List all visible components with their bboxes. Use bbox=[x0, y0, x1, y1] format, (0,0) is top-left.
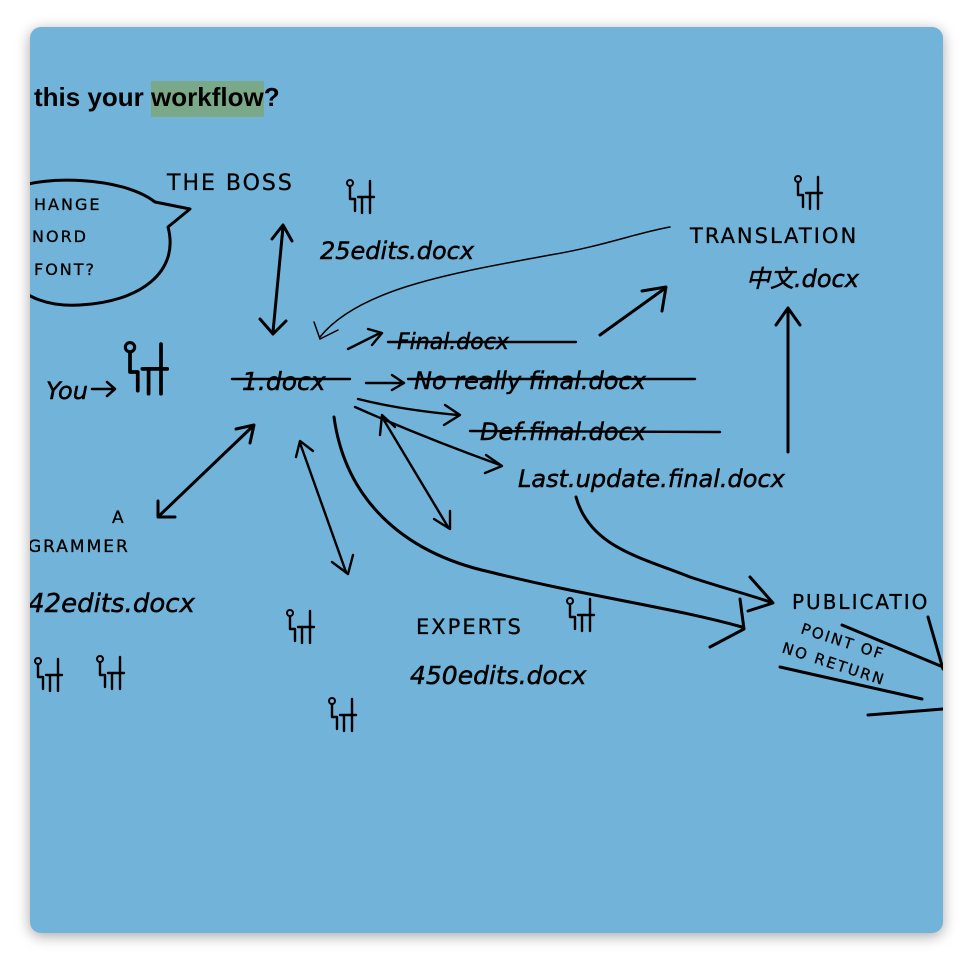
you-label: You bbox=[46, 377, 88, 405]
translation-group: TRANSLATION 中文.docx bbox=[313, 174, 860, 454]
you-group: You bbox=[46, 340, 170, 405]
title-highlight: workflow bbox=[151, 81, 264, 117]
file-1-group: 1.docx bbox=[230, 367, 406, 396]
bubble-line-2: NORD bbox=[32, 227, 88, 246]
grammar-person-icon-2 bbox=[95, 654, 126, 691]
boss-you-arrow bbox=[258, 223, 294, 336]
you-person-icon bbox=[123, 340, 170, 396]
translation-file: 中文.docx bbox=[746, 265, 860, 293]
bubble-line-1: HANGE bbox=[34, 195, 101, 214]
file-no-really-group: No really final.docx bbox=[406, 367, 697, 395]
grammar-label: GRAMMER bbox=[30, 537, 130, 557]
bubble-line-3: FONT? bbox=[34, 260, 96, 279]
title-suffix: ? bbox=[263, 82, 280, 112]
file-last-group: Last.update.final.docx bbox=[353, 405, 786, 493]
experts-label: EXPERTS bbox=[416, 615, 523, 639]
file-1: 1.docx bbox=[242, 367, 326, 396]
point-of-no-return: POINT OF NO RETURN bbox=[780, 620, 888, 690]
expert-person-icon-1 bbox=[285, 608, 316, 645]
grammar-file: 42edits.docx bbox=[30, 589, 196, 619]
boss-group: THE BOSS 25edits.docx bbox=[166, 171, 475, 265]
workflow-sketch: HANGE NORD FONT? THE BOSS 25edits.docx Y… bbox=[30, 171, 943, 733]
title-prefix: this your bbox=[34, 82, 152, 112]
slide-title: this your workflow? bbox=[34, 77, 280, 117]
expert-person-icon-2 bbox=[565, 596, 596, 633]
speech-bubble: HANGE NORD FONT? bbox=[30, 178, 192, 307]
translator-person-icon bbox=[793, 174, 824, 211]
translation-label: TRANSLATION bbox=[689, 224, 858, 248]
publication-label: PUBLICATIO bbox=[792, 590, 929, 614]
grammar-person-icon-1 bbox=[33, 656, 64, 693]
experts-group: EXPERTS 450edits.docx bbox=[285, 413, 596, 733]
slide: this your workflow? HANGE NORD FONT? THE… bbox=[30, 27, 943, 933]
grammar-group: A GRAMMER 42edits.docx bbox=[30, 423, 256, 693]
boss-file: 25edits.docx bbox=[320, 237, 475, 265]
experts-file: 450edits.docx bbox=[410, 661, 587, 690]
file-no-really: No really final.docx bbox=[414, 367, 647, 395]
file-final-group: Final.docx bbox=[346, 327, 578, 355]
boss-label: THE BOSS bbox=[166, 171, 294, 196]
expert-person-icon-3 bbox=[327, 696, 358, 733]
file-def-group: Def.final.docx bbox=[356, 397, 722, 446]
boss-person-icon bbox=[345, 178, 376, 215]
grammar-a: A bbox=[112, 508, 126, 528]
file-last: Last.update.final.docx bbox=[518, 465, 786, 493]
